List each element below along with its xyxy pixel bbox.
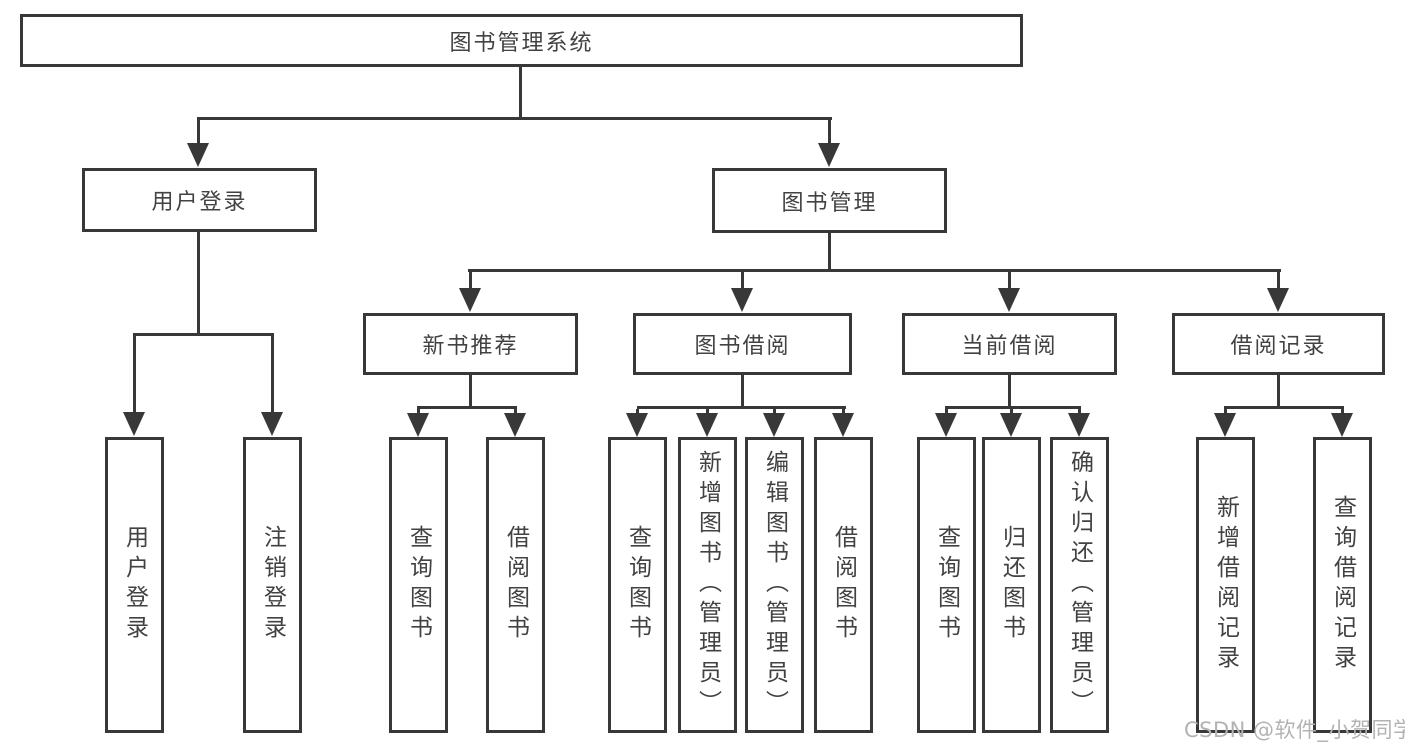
- connector-stem: [1341, 409, 1344, 416]
- leaf-query-books-borrowing: 查询图书: [608, 437, 667, 733]
- connector-rail: [1224, 406, 1344, 409]
- arrowhead-down-icon: [1214, 413, 1236, 437]
- connector-stem: [417, 409, 420, 416]
- connector-stem: [773, 409, 776, 416]
- arrowhead-down-icon: [504, 413, 526, 437]
- arrowhead-down-icon: [123, 412, 145, 436]
- connector-stem: [133, 336, 136, 414]
- arrowhead-down-icon: [1267, 288, 1289, 312]
- arrowhead-down-icon: [1331, 413, 1353, 437]
- leaf-return-books: 归还图书: [982, 437, 1041, 733]
- leaf-label: 查询借阅记录: [1329, 495, 1356, 675]
- node-book-borrowing: 图书借阅: [633, 313, 852, 375]
- connector-stem: [636, 409, 639, 416]
- arrowhead-down-icon: [261, 412, 283, 436]
- leaf-label: 查询图书: [933, 525, 960, 645]
- arrowhead-down-icon: [935, 413, 957, 437]
- arrowhead-down-icon: [818, 143, 840, 167]
- node-label: 图书借阅: [694, 334, 791, 359]
- connector-stem: [514, 409, 517, 416]
- leaf-label: 归还图书: [998, 525, 1025, 645]
- node-user-login: 用户登录: [82, 168, 317, 232]
- arrowhead-down-icon: [763, 413, 785, 437]
- node-book-management: 图书管理: [712, 168, 947, 233]
- arrowhead-down-icon: [459, 288, 481, 312]
- leaf-confirm-return-admin: 确认归还（管理员）: [1050, 437, 1109, 733]
- node-current-borrowing: 当前借阅: [902, 313, 1117, 375]
- connector-stem: [706, 409, 709, 416]
- connector-stem: [1224, 409, 1227, 416]
- node-label: 用户登录: [151, 190, 248, 215]
- node-library-management-system: 图书管理系统: [20, 14, 1023, 67]
- leaf-label: 新增图书（管理员）: [694, 450, 721, 720]
- connector-stem: [1277, 272, 1280, 290]
- connector-root-stem: [519, 67, 522, 119]
- connector-rail: [637, 406, 846, 409]
- node-label: 当前借阅: [961, 334, 1058, 359]
- node-label: 借阅记录: [1230, 334, 1327, 359]
- arrowhead-down-icon: [731, 288, 753, 312]
- csdn-watermark: CSDN @软件_小贺同学: [1184, 718, 1405, 742]
- connector-stem: [741, 375, 744, 408]
- arrowhead-down-icon: [407, 413, 429, 437]
- leaf-query-borrow-record: 查询借阅记录: [1313, 437, 1372, 733]
- leaf-label: 编辑图书（管理员）: [761, 450, 788, 720]
- connector-stem: [197, 120, 200, 145]
- connector-stem: [1008, 272, 1011, 290]
- arrowhead-down-icon: [626, 413, 648, 437]
- leaf-label: 借阅图书: [830, 525, 857, 645]
- leaf-add-borrow-record: 新增借阅记录: [1196, 437, 1255, 733]
- connector-user-login-rail: [133, 333, 274, 336]
- arrowhead-down-icon: [187, 143, 209, 167]
- connector-stem: [842, 409, 845, 416]
- leaf-user-login: 用户登录: [105, 437, 164, 733]
- connector-book-management-stem: [828, 233, 831, 271]
- node-new-book-recommendation: 新书推荐: [363, 313, 578, 375]
- connector-stem: [271, 336, 274, 414]
- leaf-edit-books-admin: 编辑图书（管理员）: [745, 437, 804, 733]
- arrowhead-down-icon: [998, 288, 1020, 312]
- leaf-label: 新增借阅记录: [1212, 495, 1239, 675]
- arrowhead-down-icon: [696, 413, 718, 437]
- arrowhead-down-icon: [832, 413, 854, 437]
- connector-stem: [945, 409, 948, 416]
- connector-stem: [469, 272, 472, 290]
- connector-stem: [469, 375, 472, 408]
- connector-rail: [417, 406, 517, 409]
- arrowhead-down-icon: [1000, 413, 1022, 437]
- leaf-label: 借阅图书: [502, 525, 529, 645]
- connector-book-management-rail: [468, 269, 1281, 272]
- connector-user-login-stem: [197, 232, 200, 335]
- leaf-label: 查询图书: [624, 525, 651, 645]
- node-label: 新书推荐: [422, 334, 519, 359]
- connector-root-rail: [197, 117, 832, 120]
- leaf-label: 查询图书: [405, 525, 432, 645]
- connector-stem: [1277, 375, 1280, 408]
- leaf-query-books-recommendation: 查询图书: [389, 437, 448, 733]
- leaf-label: 确认归还（管理员）: [1066, 450, 1093, 720]
- arrowhead-down-icon: [1068, 413, 1090, 437]
- connector-stem: [1008, 375, 1011, 408]
- node-label: 图书管理系统: [449, 30, 594, 56]
- leaf-label: 用户登录: [121, 525, 148, 645]
- leaf-borrow-books-borrowing: 借阅图书: [814, 437, 873, 733]
- node-label: 图书管理: [781, 190, 878, 216]
- leaf-label: 注销登录: [259, 525, 286, 645]
- connector-stem: [828, 120, 831, 145]
- leaf-logout: 注销登录: [243, 437, 302, 733]
- connector-rail: [945, 406, 1081, 409]
- connector-stem: [741, 272, 744, 290]
- leaf-borrow-books-recommendation: 借阅图书: [486, 437, 545, 733]
- leaf-add-books-admin: 新增图书（管理员）: [678, 437, 737, 733]
- connector-stem: [1010, 409, 1013, 416]
- leaf-query-books-current: 查询图书: [917, 437, 976, 733]
- connector-stem: [1078, 409, 1081, 416]
- node-borrowing-records: 借阅记录: [1172, 313, 1385, 375]
